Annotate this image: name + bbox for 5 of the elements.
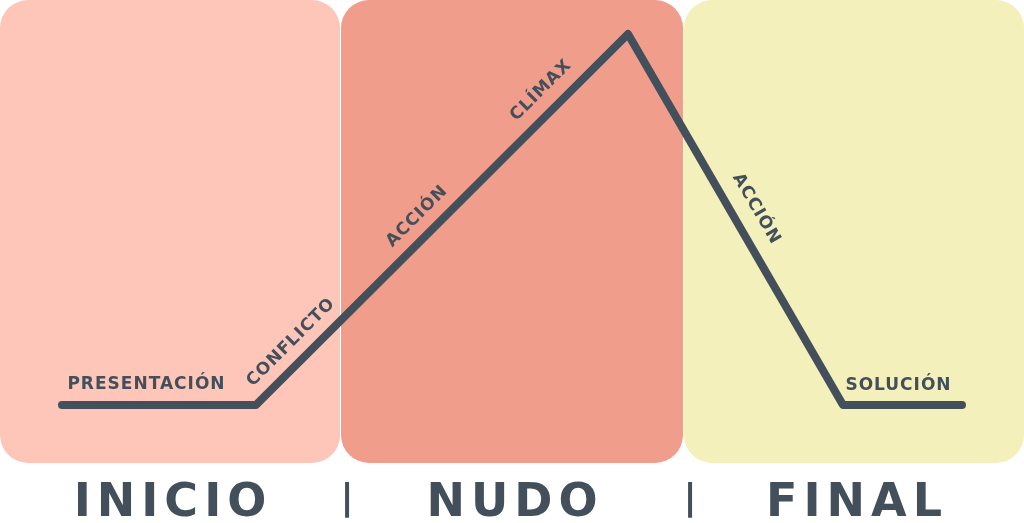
phase-title: INICIO — [72, 477, 273, 523]
phase-title: NUDO — [425, 477, 604, 523]
stage-label: PRESENTACIÓN — [66, 374, 226, 392]
phase-title: FINAL — [765, 477, 948, 523]
stage-label: SOLUCIÓN — [844, 375, 952, 393]
